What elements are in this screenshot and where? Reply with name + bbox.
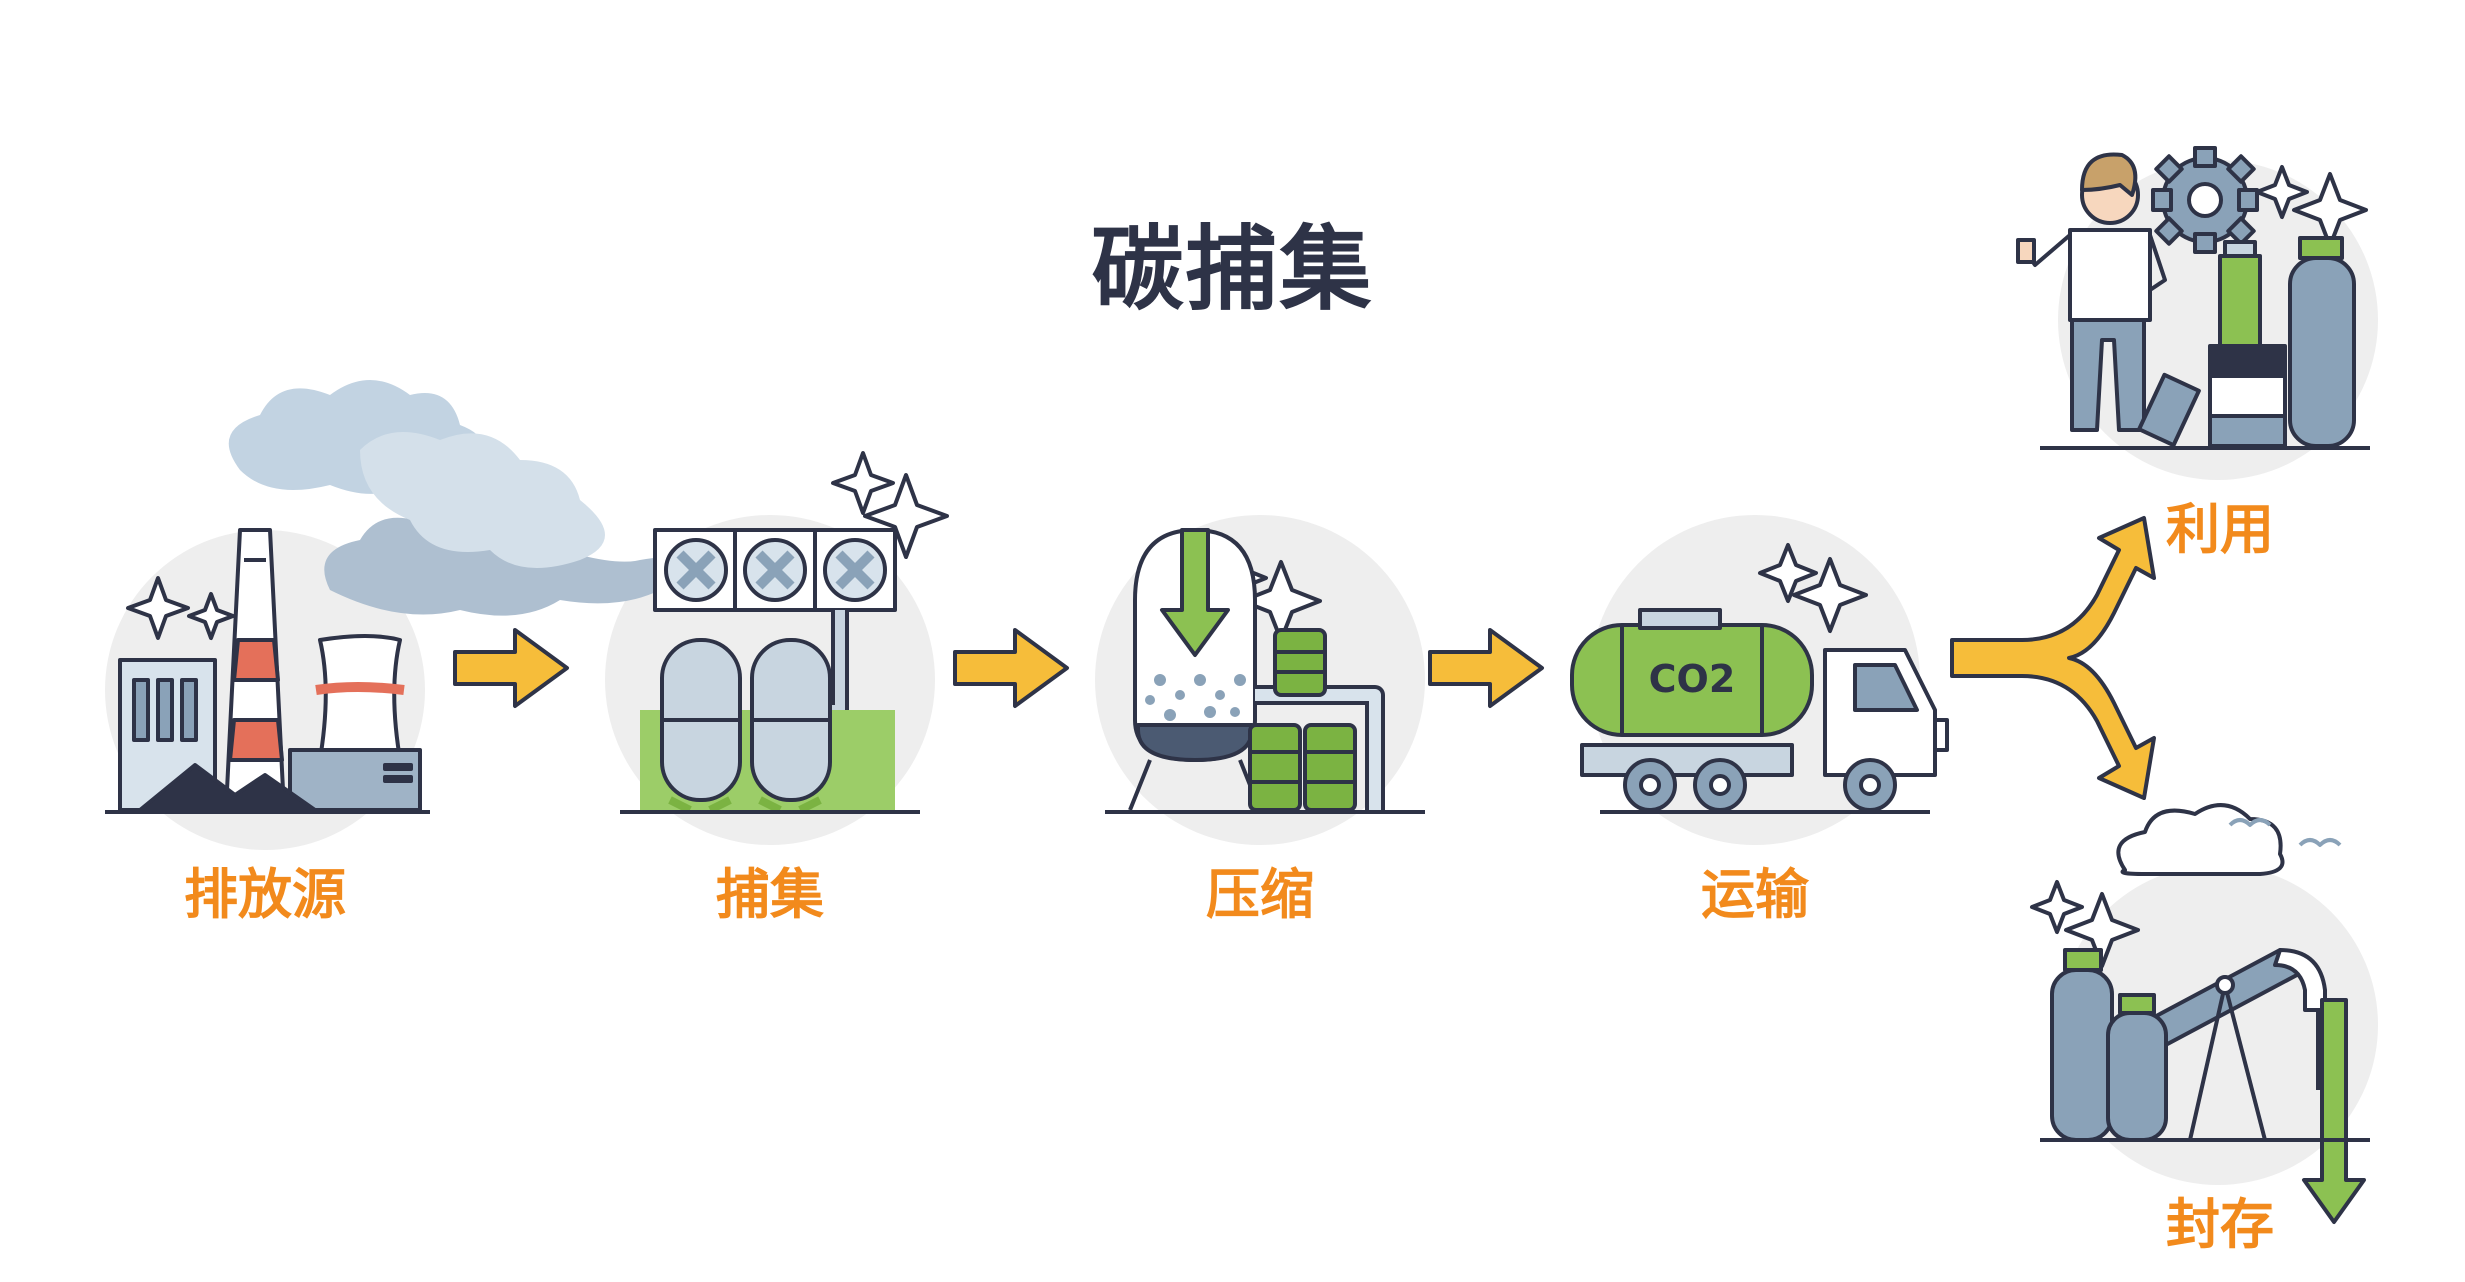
stage-label-emission-source: 排放源 <box>184 863 346 926</box>
stage-label-utilization: 利用 <box>2166 498 2274 561</box>
storage-pump-icon <box>2030 803 2370 1224</box>
stage-label-capture: 捕集 <box>716 863 824 926</box>
factory-icon <box>105 380 720 814</box>
flow-arrows <box>453 516 2156 800</box>
stage-label-compression: 压缩 <box>1206 863 1314 926</box>
stage-label-storage: 封存 <box>2166 1193 2274 1256</box>
gear-icon <box>2151 146 2259 254</box>
arrow-3 <box>1428 628 1544 708</box>
arrow-1 <box>453 628 569 708</box>
truck-tank-label: CO2 <box>1649 657 1736 701</box>
stage-label-transport: 运输 <box>1701 863 1809 926</box>
diagram-title: 碳捕集 <box>1091 216 1374 323</box>
capture-tanks-icon <box>620 451 949 814</box>
utilization-icon <box>2016 146 2370 450</box>
split-arrow <box>1950 516 2156 800</box>
compressor-icon <box>1105 528 1425 814</box>
arrow-2 <box>953 628 1069 708</box>
tanker-truck-icon: CO2 <box>1570 543 1949 814</box>
